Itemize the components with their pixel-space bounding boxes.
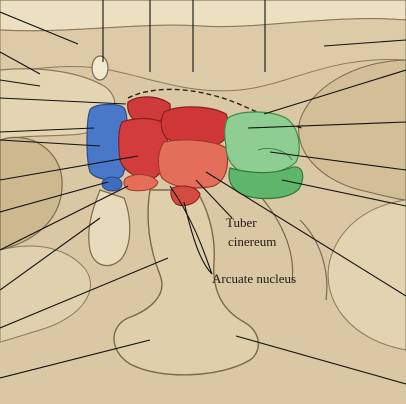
- suprachiasmatic-nucleus-blue: [102, 177, 122, 191]
- label-cinereum: cinereum: [228, 235, 276, 248]
- label-tuber: Tuber: [226, 216, 257, 229]
- anterior-commissure: [92, 56, 108, 80]
- posterior-hypothalamic-nucleus: [225, 112, 300, 175]
- ventromedial-nucleus: [158, 140, 227, 188]
- label-arcuate-nucleus: Arcuate nucleus: [212, 272, 296, 285]
- dorsomedial-nucleus: [161, 107, 229, 145]
